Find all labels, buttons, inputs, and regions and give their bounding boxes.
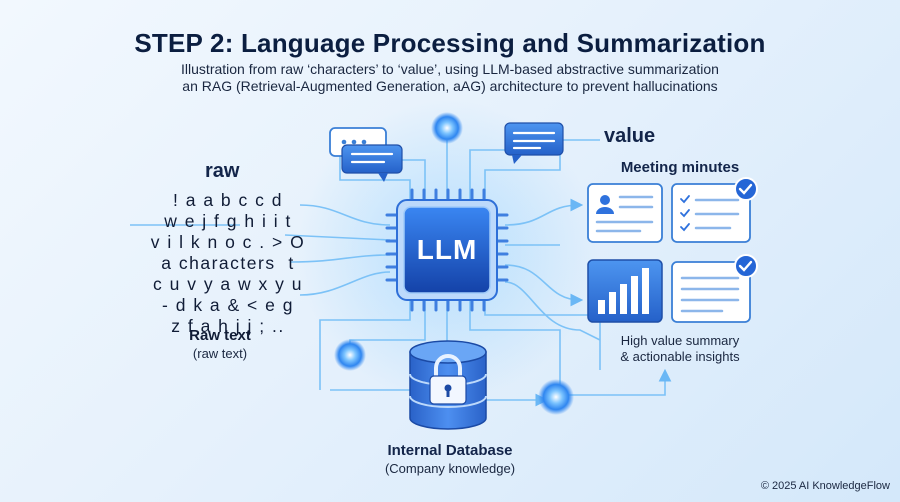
raw-heading: raw <box>205 160 240 182</box>
check-badge-icon-bottom <box>734 254 758 278</box>
bar-chart-card <box>587 259 663 323</box>
summary-text-card <box>671 261 751 323</box>
raw-text-sublabel: (raw text) <box>192 346 248 361</box>
check-badge-icon-top <box>734 177 758 201</box>
glow-node-left <box>334 339 366 371</box>
llm-chip-icon <box>385 188 509 312</box>
summary-label: High value summary & actionable insights <box>580 333 780 365</box>
database-sublabel: (Company knowledge) <box>384 461 516 476</box>
raw-text-label: Raw text <box>189 327 251 344</box>
glow-node-top <box>431 112 463 144</box>
database-label: Internal Database <box>387 442 513 459</box>
chat-bubble-icon-front <box>341 144 403 182</box>
summary-label-line-1: High value summary <box>620 333 740 348</box>
document-card-profile <box>587 183 663 243</box>
llm-label: LLM <box>416 234 478 265</box>
raw-characters: ! a a b c c d w e j f g h i i t v i l k … <box>150 190 306 336</box>
copyright-text: © 2025 AI KnowledgeFlow <box>760 480 890 492</box>
summary-label-line-2: & actionable insights <box>620 349 740 364</box>
subtitle-line-2: an RAG (Retrieval-Augmented Generation, … <box>182 78 718 94</box>
glow-node-right <box>538 379 574 415</box>
chat-bubble-icon-right <box>504 122 564 164</box>
page-title: STEP 2: Language Processing and Summariz… <box>134 28 766 58</box>
value-heading: value <box>604 125 656 147</box>
checklist-card <box>671 183 751 243</box>
meeting-minutes-label: Meeting minutes <box>620 159 740 176</box>
subtitle-line-1: Illustration from raw ‘characters’ to ‘v… <box>181 61 719 77</box>
database-lock-icon <box>409 340 487 430</box>
